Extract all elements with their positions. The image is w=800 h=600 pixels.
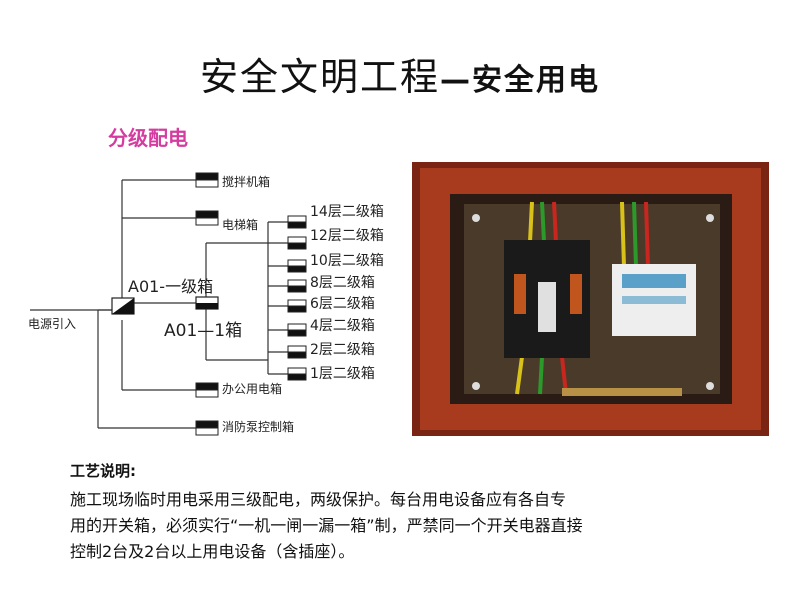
page-title: 安全文明工程—安全用电: [0, 46, 800, 101]
distribution-diagram: 电源引入 A01-一级箱 A01—1箱 搅拌机箱 电梯箱 办公用电箱 消防泵控制…: [28, 172, 384, 436]
branch-label-elevator: 电梯箱: [222, 217, 258, 232]
branch-label-mixer: 搅拌机箱: [222, 174, 270, 189]
distribution-box-photo: [412, 162, 769, 436]
notes-line: 施工现场临时用电采用三级配电，两级保护。每台用电设备应有各自专: [70, 490, 567, 509]
section-subtitle: 分级配电: [108, 126, 188, 150]
notes-line: 控制2台及2台以上用电设备（含插座）。: [70, 542, 355, 561]
floor-label: 6层二级箱: [310, 296, 375, 312]
floor-label: 2层二级箱: [310, 342, 375, 358]
floor-label: 14层二级箱: [310, 204, 384, 220]
branch-label-office: 办公用电箱: [222, 381, 282, 396]
floor-label: 10层二级箱: [310, 253, 384, 269]
floor-label: 8层二级箱: [310, 275, 375, 291]
notes-line: 用的开关箱，必须实行“一机一闸一漏一箱”制，严禁同一个开关电器直接: [70, 516, 583, 535]
floor-label: 12层二级箱: [310, 228, 384, 244]
primary-box-symbol: [111, 297, 135, 315]
notes-body: 施工现场临时用电采用三级配电，两级保护。每台用电设备应有各自专 用的开关箱，必须…: [70, 487, 710, 565]
floor-label: 4层二级箱: [310, 318, 375, 334]
branch-label-firepump: 消防泵控制箱: [222, 419, 294, 434]
notes-heading: 工艺说明:: [70, 462, 136, 480]
primary-box-label: A01-一级箱: [128, 277, 213, 296]
title-main: 安全文明工程: [199, 55, 440, 99]
floor-label: 1层二级箱: [310, 366, 375, 382]
secondary-main-label: A01—1箱: [164, 321, 242, 341]
power-in-label: 电源引入: [28, 317, 76, 331]
title-sub: —安全用电: [440, 63, 600, 98]
